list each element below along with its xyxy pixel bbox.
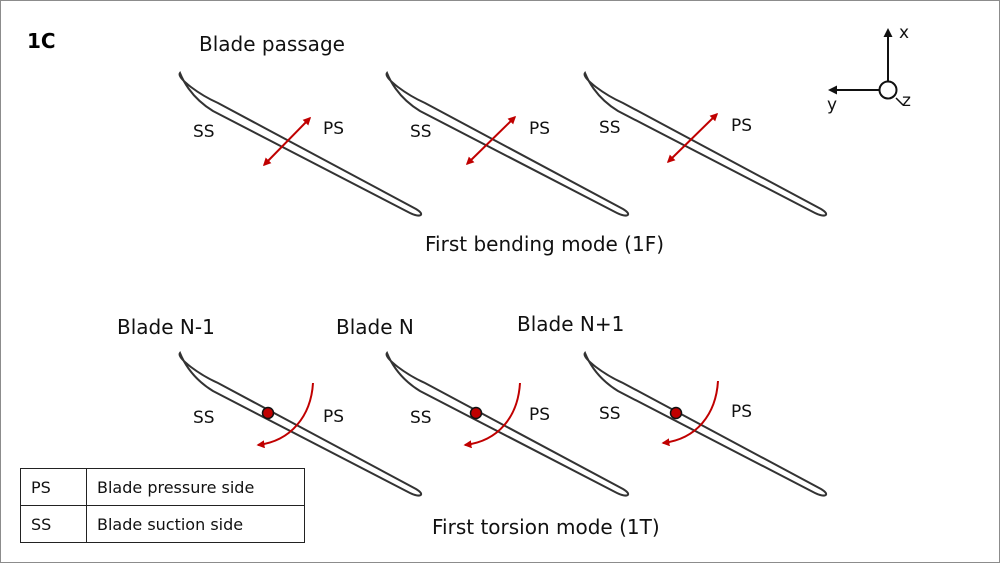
ss-label-top-3: SS xyxy=(599,118,621,138)
legend-abbr: SS xyxy=(20,505,87,543)
blade-name-n: Blade N xyxy=(336,315,414,339)
ss-label-bottom-1: SS xyxy=(193,408,215,428)
ss-label-top-1: SS xyxy=(193,122,215,142)
blade-top-2 xyxy=(385,72,630,217)
torsion-arrow-2 xyxy=(463,382,521,449)
legend-row: SS Blade suction side xyxy=(20,505,305,543)
legend-row: PS Blade pressure side xyxy=(20,468,305,506)
x-axis-label: x xyxy=(899,23,910,43)
blade-top-1 xyxy=(178,72,423,217)
blade-bottom-3 xyxy=(583,352,828,497)
legend-abbr: PS xyxy=(20,468,87,506)
blade-name-n-plus-1: Blade N+1 xyxy=(517,312,625,336)
z-axis-label: z xyxy=(902,91,911,111)
z-axis-symbol xyxy=(878,80,898,100)
torsion-mode-caption: First torsion mode (1T) xyxy=(432,515,660,539)
ss-label-bottom-3: SS xyxy=(599,404,621,424)
ss-label-top-2: SS xyxy=(410,122,432,142)
ss-label-bottom-2: SS xyxy=(410,408,432,428)
bending-mode-caption: First bending mode (1F) xyxy=(425,232,665,256)
blade-passage-title: Blade passage xyxy=(199,32,345,56)
legend-text: Blade suction side xyxy=(86,505,305,543)
ps-label-bottom-3: PS xyxy=(731,402,753,422)
bending-arrow-3 xyxy=(666,112,719,164)
torsion-arrow-1 xyxy=(256,382,314,449)
y-axis-label: y xyxy=(827,95,838,115)
legend-text: Blade pressure side xyxy=(86,468,305,506)
pivot-point-2 xyxy=(469,406,483,420)
panel-label: 1C xyxy=(27,29,56,53)
ps-label-top-3: PS xyxy=(731,116,753,136)
legend-table: PS Blade pressure side SS Blade suction … xyxy=(20,468,305,543)
ps-label-bottom-1: PS xyxy=(323,407,345,427)
coordinate-system xyxy=(828,28,904,106)
pivot-point-1 xyxy=(261,406,275,420)
ps-label-bottom-2: PS xyxy=(529,405,551,425)
bending-arrow-2 xyxy=(465,115,517,166)
blade-name-n-minus-1: Blade N-1 xyxy=(117,315,215,339)
bending-arrow-1 xyxy=(262,116,312,167)
ps-label-top-2: PS xyxy=(529,119,551,139)
ps-label-top-1: PS xyxy=(323,119,345,139)
pivot-point-3 xyxy=(669,406,683,420)
torsion-arrow-3 xyxy=(661,380,719,447)
blade-top-3 xyxy=(583,72,828,217)
